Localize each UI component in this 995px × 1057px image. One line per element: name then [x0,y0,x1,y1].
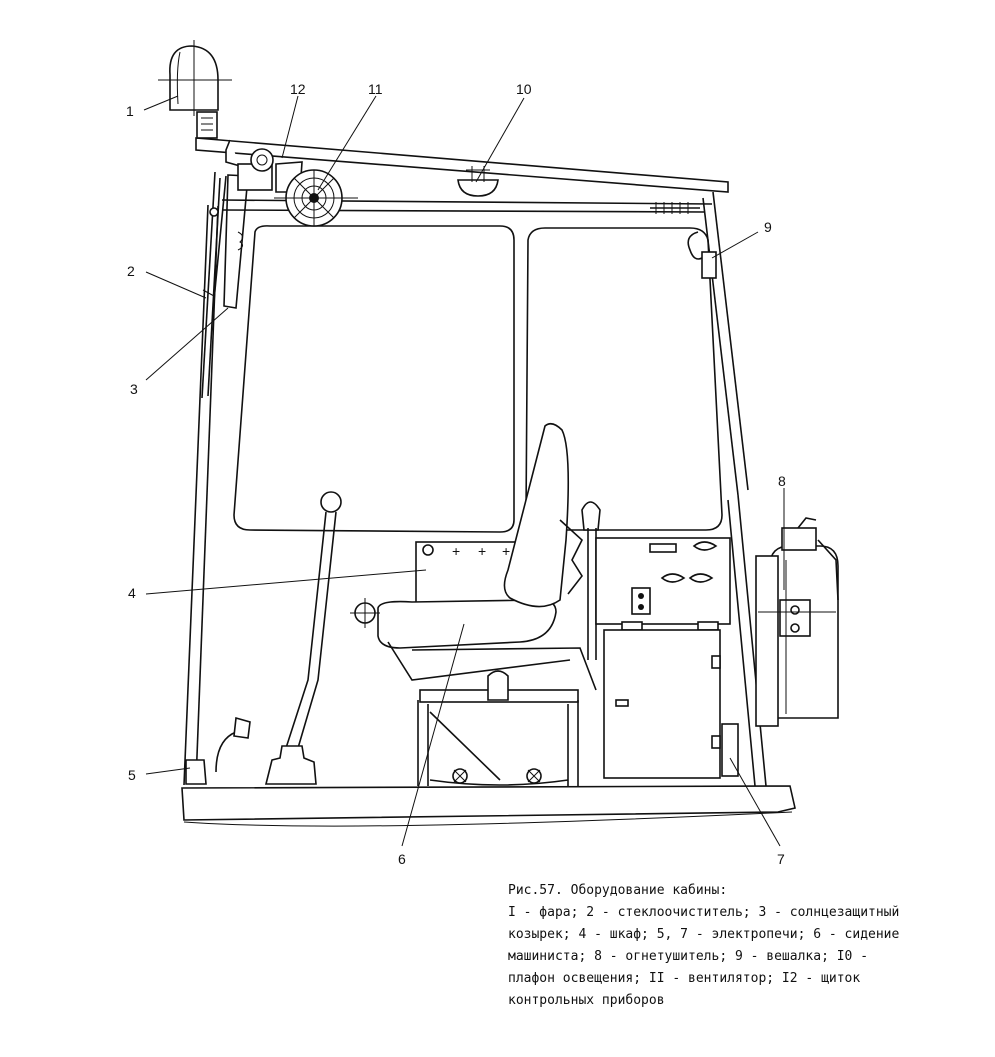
callout-9: 9 [764,219,772,235]
cabin-shell [181,137,796,827]
leader-lines [143,95,785,847]
callout-5: 5 [128,767,136,783]
electric-heater-rear [721,723,739,777]
callout-10: 10 [516,81,532,97]
cabinet-symbol-2: + [478,543,486,559]
caption-line: контрольных приборов [508,993,665,1008]
cabin-fan [274,169,358,227]
gear-lever [264,491,342,785]
figure-caption: Рис.57. Оборудование кабины: I - фара; 2… [508,880,988,1012]
cabin-equipment-drawing: + + + [126,40,839,867]
operator-seat [350,422,597,786]
fire-extinguisher [755,517,839,727]
caption-line: козырек; 4 - шкаф; 5, 7 - электропечи; 6… [508,927,900,942]
caption-line: I - фара; 2 - стеклоочиститель; 3 - солн… [508,905,900,920]
callout-2: 2 [127,263,135,279]
ceiling-lamp [457,166,499,197]
callout-6: 6 [398,851,406,867]
callout-labels: 1 2 3 4 5 6 7 8 9 10 11 12 [126,81,786,867]
grab-rail [650,202,700,214]
callout-8: 8 [778,473,786,489]
coat-hook [687,231,717,279]
sun-visor [223,174,249,309]
caption-title: Рис.57. Оборудование кабины: [508,883,728,898]
caption-line: машиниста; 8 - огнетушитель; 9 - вешалка… [508,949,869,964]
windshield-wiper [201,171,227,399]
window-front [233,225,515,533]
cabinet-symbol-3: + [502,543,510,559]
electric-heater-front [185,716,251,785]
callout-1: 1 [126,103,134,119]
callout-7: 7 [777,851,785,867]
callout-4: 4 [128,585,136,601]
callout-12: 12 [290,81,306,97]
caption-line: плафон освещения; II - вентилятор; I2 - … [508,971,861,986]
callout-11: 11 [368,81,383,97]
control-console [581,501,731,779]
callout-3: 3 [130,381,138,397]
cabinet-symbol-1: + [452,543,460,559]
headlight [158,40,232,139]
